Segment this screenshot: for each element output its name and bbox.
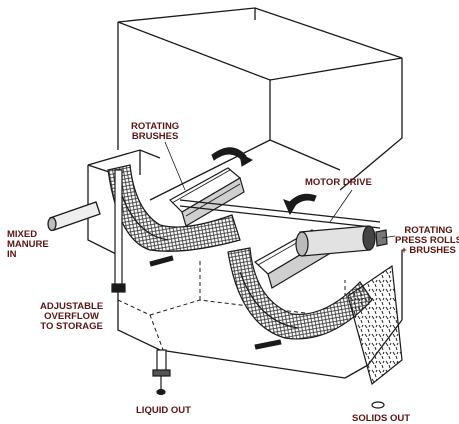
label-solids-out: SOLIDS OUT (352, 413, 411, 424)
label-adjustable-overflow: ADJUSTABLE OVERFLOW TO STORAGE (40, 301, 104, 332)
inlet-pipe (47, 201, 101, 232)
hidden-edges (117, 260, 346, 356)
label-mixed-manure-in: MIXED MANURE IN (7, 229, 49, 260)
rotation-arrows (149, 147, 317, 350)
leader-lines (117, 141, 396, 305)
overflow-pipe (111, 169, 126, 293)
label-rotating-press-rolls: ROTATING PRESS ROLLS + BRUSHES (395, 225, 459, 256)
screen-trough-1 (107, 164, 241, 252)
press-roll (295, 225, 388, 257)
drive-shaft (179, 199, 381, 229)
solids-chute (347, 264, 403, 409)
upper-housing (117, 7, 403, 201)
label-liquid-out: LIQUID OUT (136, 405, 191, 416)
label-motor-drive: MOTOR DRIVE (305, 177, 372, 188)
liquid-outlet (152, 349, 171, 396)
label-rotating-brushes: ROTATING BRUSHES (131, 121, 180, 142)
